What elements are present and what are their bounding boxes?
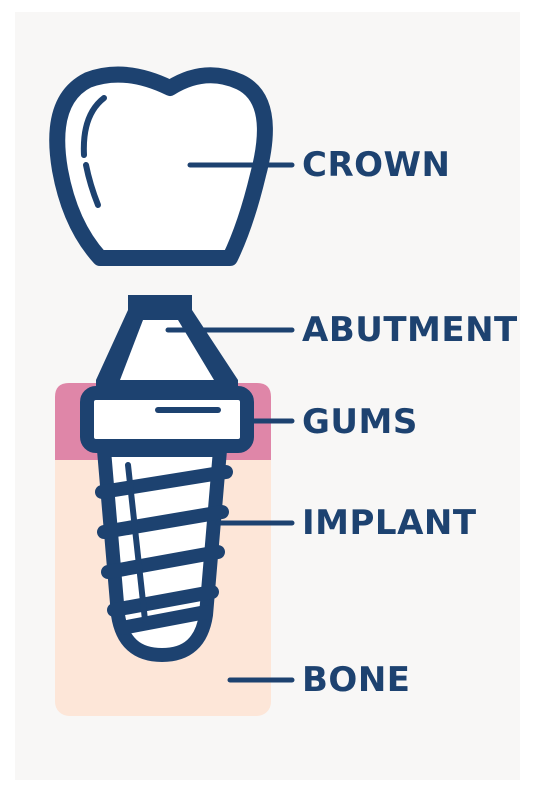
label-gums: GUMS — [302, 405, 418, 439]
label-crown: CROWN — [302, 148, 451, 182]
label-abutment: ABUTMENT — [302, 313, 518, 347]
label-implant: IMPLANT — [302, 506, 477, 540]
label-bone: BONE — [302, 663, 411, 697]
implant-screw — [102, 450, 226, 655]
abutment-collar — [87, 393, 247, 446]
